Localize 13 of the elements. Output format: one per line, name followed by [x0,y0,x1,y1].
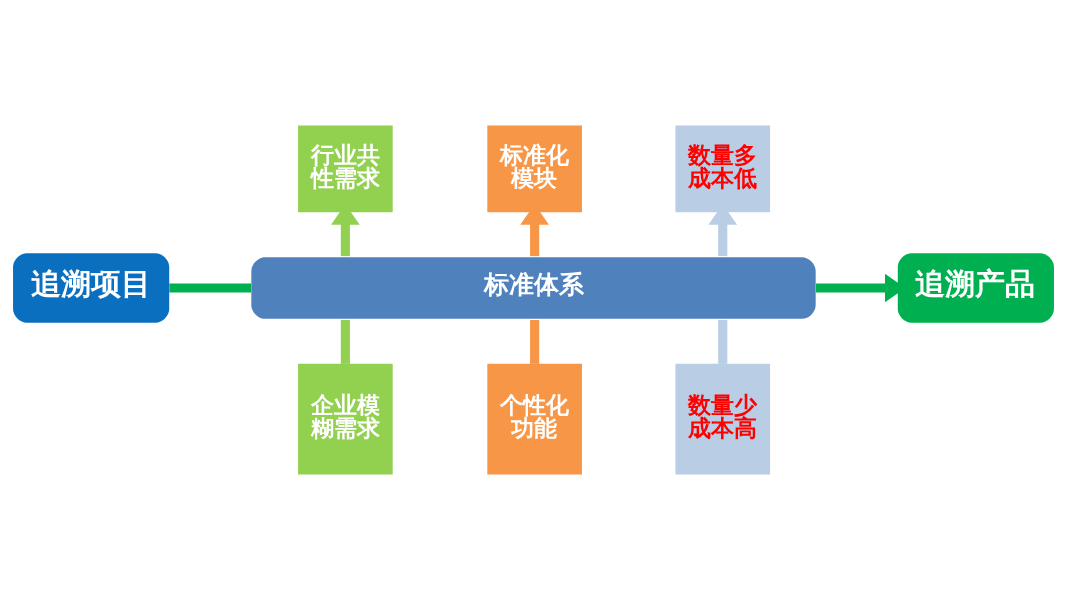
node-box: 追溯产品 [897,253,1054,323]
node-box: 企业模糊需求 [298,363,393,475]
node-box: 追溯项目 [13,253,170,323]
node-box: 数量少成本高 [675,363,771,475]
connector [340,319,350,364]
node-box: 标准体系 [251,257,816,319]
node-box: 数量多成本低 [675,125,771,213]
connector [530,319,540,364]
node-box: 个性化功能 [487,363,582,475]
node-box: 行业共性需求 [298,125,393,213]
connector [718,319,728,364]
connector [169,283,252,293]
node-box: 标准化模块 [487,125,582,213]
